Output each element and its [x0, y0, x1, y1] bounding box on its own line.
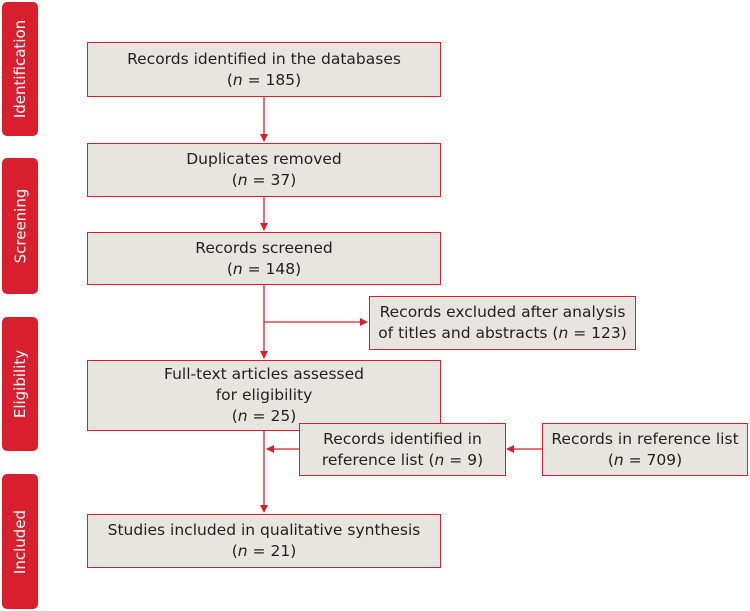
stage-screening: Screening: [2, 158, 38, 294]
box-text: Records excluded after analysis: [379, 303, 626, 321]
box-count: (n = 148): [226, 259, 302, 278]
box-duplicates-removed: Duplicates removed (n = 37): [87, 143, 441, 197]
box-text: for eligibility: [215, 386, 313, 404]
box-count: (n = 21): [231, 542, 297, 560]
stage-identification: Identification: [2, 2, 38, 136]
stage-included: Included: [2, 474, 38, 609]
box-records-reference-list: Records in reference list (n = 709): [542, 423, 748, 476]
box-count: (n = 37): [231, 171, 297, 189]
box-fulltext-assessed: Full-text articles assessed for eligibil…: [87, 360, 441, 431]
box-records-screened: Records screened (n = 148): [87, 232, 441, 285]
box-text: Duplicates removed: [186, 150, 342, 168]
box-text-count: of titles and abstracts (n = 123): [378, 324, 627, 342]
box-count: (n = 25): [231, 407, 297, 425]
box-records-identified: Records identified in the databases (n =…: [87, 42, 441, 97]
box-text: Records in reference list: [551, 429, 739, 448]
box-text: Records identified in: [323, 429, 482, 448]
box-records-excluded: Records excluded after analysis of title…: [369, 296, 636, 350]
box-text: Studies included in qualitative synthesi…: [107, 521, 421, 539]
stage-eligibility: Eligibility: [2, 317, 38, 451]
box-text: Records identified in the databases: [127, 49, 401, 68]
box-text-count: reference list (n = 9): [321, 450, 484, 469]
box-count: (n = 709): [607, 450, 683, 469]
box-records-identified-reference: Records identified in reference list (n …: [299, 423, 506, 476]
box-text: Records screened: [195, 238, 333, 257]
box-text: Full-text articles assessed: [164, 365, 364, 383]
box-studies-included: Studies included in qualitative synthesi…: [87, 514, 441, 568]
box-count: (n = 185): [226, 70, 302, 89]
